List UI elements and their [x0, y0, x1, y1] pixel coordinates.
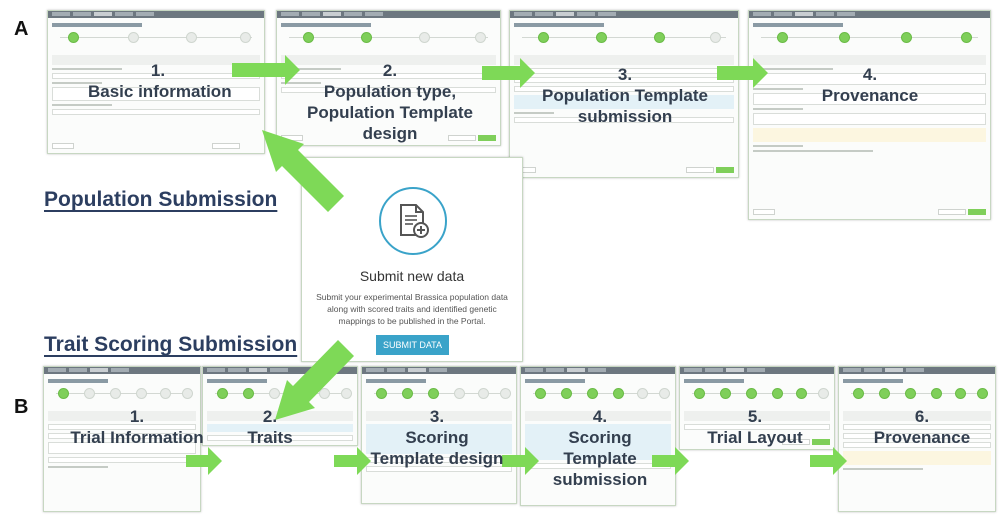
- population-step-1-label: 1. Basic information: [88, 61, 232, 101]
- trait-step-3-label: 3. Scoring Template design: [370, 407, 504, 468]
- population-step-2-screenshot: [276, 10, 501, 146]
- document-add-icon: [379, 187, 447, 255]
- trait-step-2-label: 2. Traits: [247, 407, 293, 447]
- population-step-3-screenshot: [509, 10, 739, 178]
- population-step-1-screenshot: [47, 10, 265, 154]
- card-description: Submit your experimental Brassica popula…: [316, 292, 508, 326]
- trait-step-1-screenshot: [43, 366, 201, 512]
- population-step-3-label: 3. Population Template submission: [542, 65, 708, 126]
- population-step-4-screenshot: [748, 10, 991, 220]
- trait-step-6-screenshot: [838, 366, 996, 512]
- trait-step-4-screenshot: [520, 366, 676, 506]
- trait-step-5-label: 5. Trial Layout: [707, 407, 803, 447]
- population-submission-title: Population Submission: [44, 188, 278, 211]
- trait-step-1-label: 1. Trial Information: [70, 407, 204, 447]
- trait-scoring-submission-title: Trait Scoring Submission: [44, 333, 298, 356]
- submit-data-button[interactable]: SUBMIT DATA: [376, 335, 449, 355]
- population-step-2-label: 2. Population type, Population Template …: [307, 61, 473, 143]
- panel-letter-a: A: [14, 18, 29, 40]
- card-heading: Submit new data: [359, 268, 465, 284]
- trait-step-5-screenshot: [679, 366, 835, 450]
- trait-step-4-label: 4. Scoring Template submission: [552, 407, 648, 489]
- submit-new-data-card: Submit new data Submit your experimental…: [301, 157, 523, 362]
- trait-step-6-label: 6. Provenance: [873, 407, 971, 447]
- population-step-4-label: 4. Provenance: [821, 65, 919, 105]
- panel-letter-b: B: [14, 396, 29, 418]
